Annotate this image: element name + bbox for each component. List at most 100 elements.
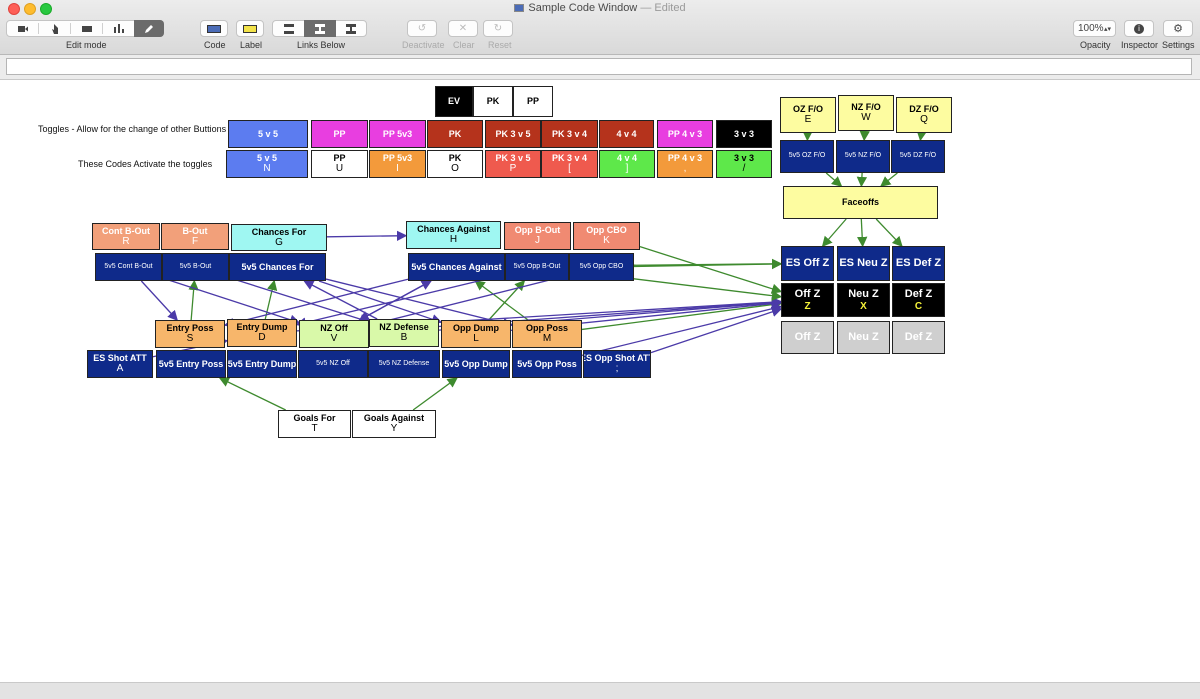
code-button-t-pk3v5[interactable]: PK 3 v 5 — [485, 120, 541, 148]
code-button-label: Goals For — [293, 413, 335, 423]
window-toolbar: Sample Code Window — Edited Edit mode Co… — [0, 0, 1200, 55]
code-button-hotkey: I — [396, 163, 399, 175]
code-button-nz-defense-5v5[interactable]: 5v5 NZ Defense — [368, 350, 440, 378]
code-button-label: Opp B-Out — [515, 225, 561, 235]
code-button-t-pk[interactable]: PK — [427, 120, 483, 148]
code-button-label: ES Opp Shot ATT — [583, 353, 651, 363]
deactivate-button[interactable]: ↺ — [407, 20, 437, 37]
label-button[interactable] — [236, 20, 264, 37]
reset-icon: ↻ — [494, 23, 502, 34]
code-button-t-5v5[interactable]: 5 v 5 — [228, 120, 308, 148]
code-button-entry-dump-5v5[interactable]: 5v5 Entry Dump — [227, 350, 297, 378]
film-icon[interactable] — [71, 21, 102, 36]
links-below-icon[interactable] — [304, 20, 336, 37]
code-button-ev[interactable]: EV — [435, 86, 473, 117]
settings-button[interactable]: ⚙ — [1163, 20, 1193, 37]
code-button-a-4v4[interactable]: 4 v 4] — [599, 150, 655, 178]
code-button-a-3v3[interactable]: 3 v 3/ — [716, 150, 772, 178]
code-button-label: Faceoffs — [842, 197, 879, 207]
reset-button[interactable]: ↻ — [483, 20, 513, 37]
video-icon[interactable] — [7, 21, 38, 36]
inspector-button[interactable]: i — [1124, 20, 1154, 37]
code-button-opp-dump-5v5[interactable]: 5v5 Opp Dump — [442, 350, 510, 378]
code-button-label: 5v5 NZ Off — [316, 360, 350, 368]
bar-chart-icon[interactable] — [103, 21, 134, 36]
link-cont-bout-5v5-to-entry-poss — [141, 281, 177, 320]
code-button[interactable] — [200, 20, 228, 37]
code-button-t-pk3v4[interactable]: PK 3 v 4 — [541, 120, 598, 148]
code-button-nz-off-5v5[interactable]: 5v5 NZ Off — [298, 350, 368, 378]
code-button-opp-bout-5v5[interactable]: 5v5 Opp B-Out — [505, 253, 569, 281]
code-button-opp-cbo-5v5[interactable]: 5v5 Opp CBO — [569, 253, 634, 281]
code-button-hotkey: ; — [616, 363, 619, 375]
code-button-t-pp4v3[interactable]: PP 4 v 3 — [657, 120, 713, 148]
code-button-es-neu[interactable]: ES Neu Z — [837, 246, 890, 281]
code-button-neu-z-grey[interactable]: Neu Z — [837, 321, 890, 354]
code-button-cont-bout-5v5[interactable]: 5v5 Cont B-Out — [95, 253, 162, 281]
code-button-def-z-grey[interactable]: Def Z — [892, 321, 945, 354]
clear-button[interactable]: ✕ — [448, 20, 478, 37]
pencil-icon[interactable] — [134, 20, 164, 37]
code-button-nz-fo-5v5[interactable]: 5v5 NZ F/O — [836, 140, 890, 173]
code-button-pp-top[interactable]: PP — [513, 86, 553, 117]
inspector-label: Inspector — [1121, 40, 1158, 50]
code-button-dz-fo-5v5[interactable]: 5v5 DZ F/O — [891, 140, 945, 173]
code-button-opp-poss-5v5[interactable]: 5v5 Opp Poss — [512, 350, 582, 378]
code-button-t-3v3[interactable]: 3 v 3 — [716, 120, 772, 148]
code-button-t-4v4[interactable]: 4 v 4 — [599, 120, 654, 148]
code-button-chances-for-5v5[interactable]: 5v5 Chances For — [229, 253, 326, 281]
pointer-icon[interactable] — [39, 21, 70, 36]
code-button-bout-5v5[interactable]: 5v5 B-Out — [162, 253, 229, 281]
code-button-t-pp[interactable]: PP — [311, 120, 368, 148]
links-both-icon[interactable] — [336, 21, 366, 36]
code-button-entry-poss-5v5[interactable]: 5v5 Entry Poss — [156, 350, 226, 378]
link-chances-for-to-chances-against — [327, 236, 406, 237]
links-above-icon[interactable] — [273, 21, 304, 36]
code-button-label: PK 3 v 5 — [495, 153, 530, 163]
code-button-hotkey: R — [122, 236, 129, 248]
code-button-es-def[interactable]: ES Def Z — [892, 246, 945, 281]
code-button-off-z-grey[interactable]: Off Z — [781, 321, 834, 354]
code-text-field[interactable] — [6, 58, 1192, 75]
code-button-t-pp5v3[interactable]: PP 5v3 — [369, 120, 426, 148]
code-button-faceoffs[interactable]: Faceoffs — [783, 186, 938, 219]
code-button-a-pp4v3[interactable]: PP 4 v 3, — [657, 150, 713, 178]
code-button-hotkey: S — [187, 333, 194, 345]
code-button-oz-fo-5v5[interactable]: 5v5 OZ F/O — [780, 140, 834, 173]
code-button-chances-against-5v5[interactable]: 5v5 Chances Against — [408, 253, 505, 281]
code-button-label: PK — [449, 129, 462, 139]
opacity-stepper[interactable]: 100% ▴▾ — [1073, 20, 1116, 37]
code-button-es-opp-shot-att[interactable]: ES Opp Shot ATT; — [583, 350, 651, 378]
deactivate-icon: ↺ — [418, 23, 426, 34]
code-button-a-pk3v4[interactable]: PK 3 v 4[ — [541, 150, 598, 178]
code-button-label: 5v5 DZ F/O — [900, 152, 936, 160]
code-button-es-off[interactable]: ES Off Z — [781, 246, 834, 281]
code-button-pk-top[interactable]: PK — [473, 86, 513, 117]
